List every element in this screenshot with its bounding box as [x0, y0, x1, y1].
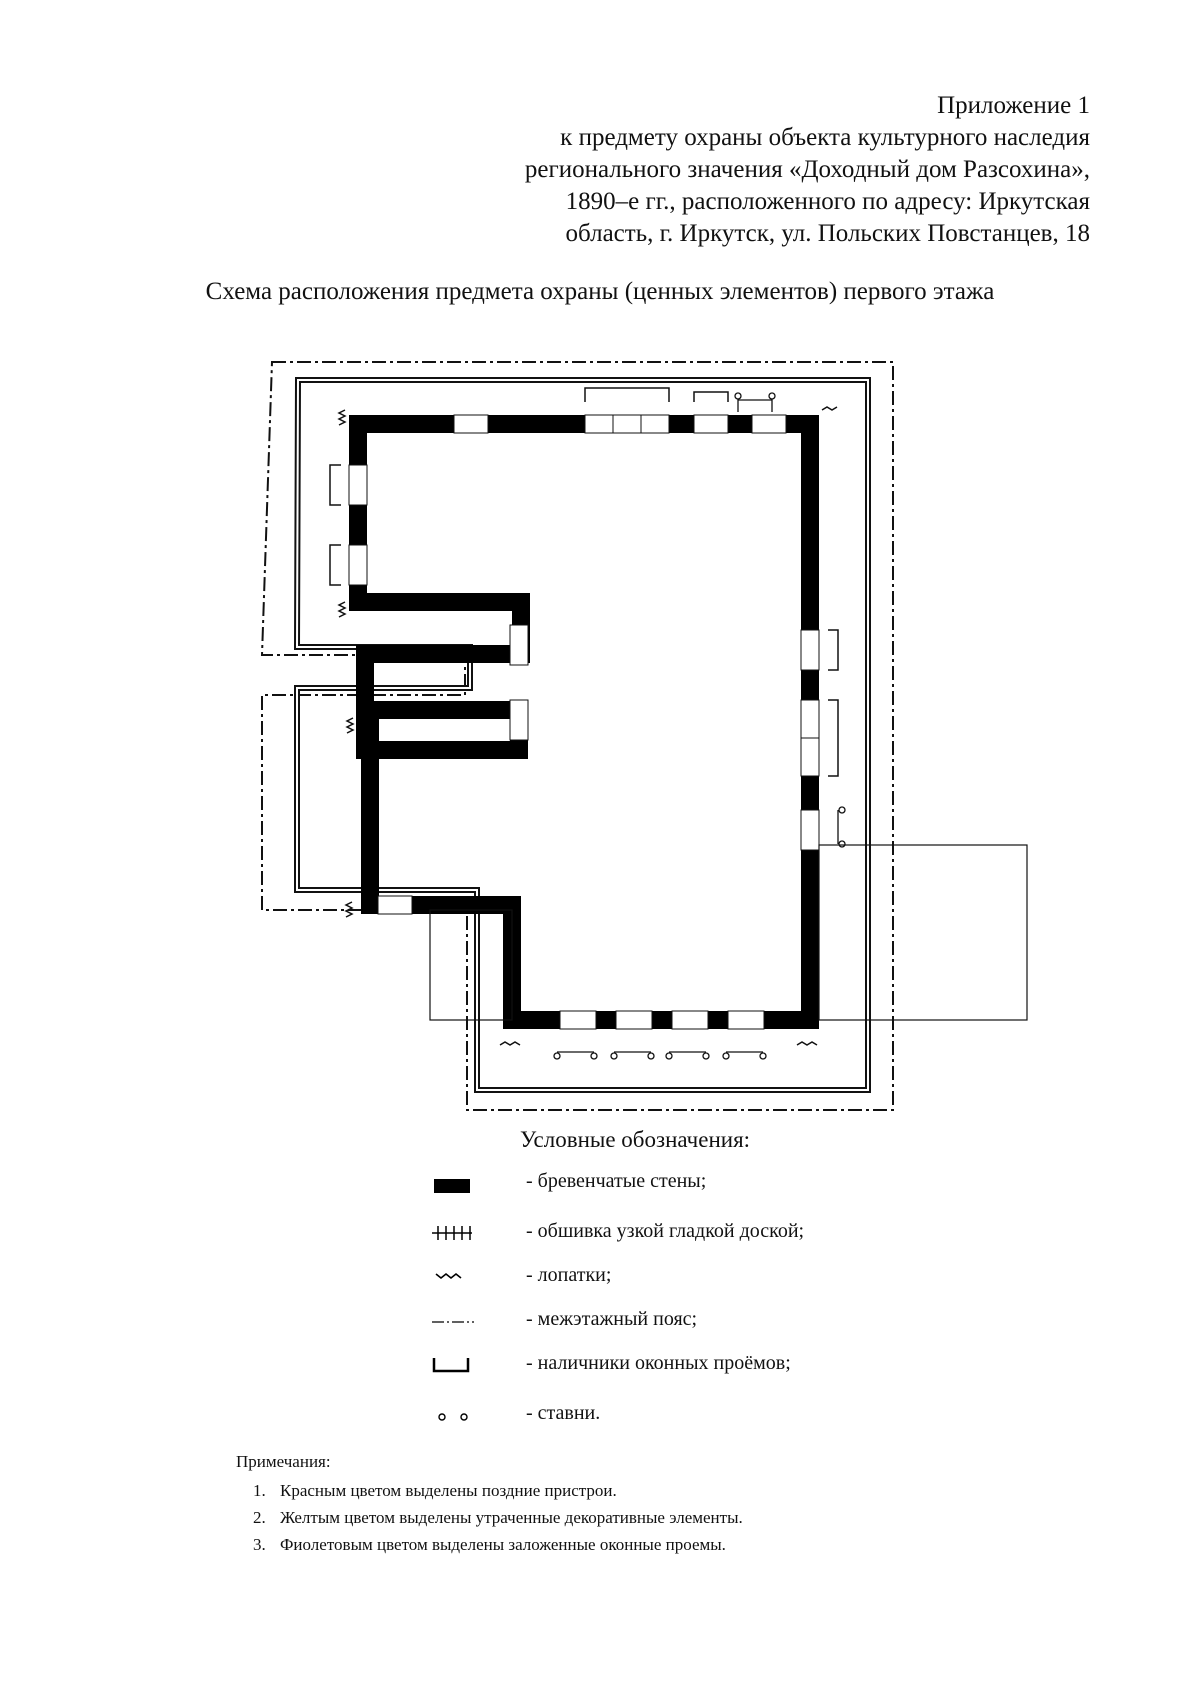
note-item: Красным цветом выделены поздние пристрои… — [270, 1477, 743, 1504]
log-walls — [349, 415, 819, 1029]
legend-item-log-walls: - бревенчатые стены; — [430, 1168, 990, 1198]
appendix-line-5: область, г. Иркутск, ул. Польских Повста… — [565, 220, 1091, 247]
legend-label: - ставни. — [526, 1402, 601, 1424]
belt-course-symbol — [432, 1321, 474, 1323]
pilasters — [337, 406, 838, 1046]
scheme-title: Схема расположения предмета охраны (ценн… — [205, 278, 995, 305]
appendix-line-3: регионального значения «Доходный дом Раз… — [524, 156, 1090, 183]
legend-label: - лопатки; — [526, 1264, 612, 1286]
appendix-header: Приложение 1 к предмету охраны объекта к… — [390, 90, 1090, 250]
legend-item-shutters: - ставни. — [430, 1400, 990, 1430]
legend-item-pilasters: - лопатки; — [430, 1262, 990, 1292]
legend-label: - бревенчатые стены; — [526, 1170, 707, 1192]
legend-item-board-sheathing: - обшивка узкой гладкой доской; — [430, 1218, 990, 1248]
notes-title: Примечания: — [236, 1452, 331, 1471]
appendix-line-2: к предмету охраны объекта культурного на… — [560, 124, 1090, 151]
legend-label: - обшивка узкой гладкой доской; — [526, 1220, 805, 1242]
board-sheathing — [293, 377, 871, 1093]
shutters — [553, 392, 846, 1060]
appendix-number: Приложение 1 — [937, 92, 1090, 119]
legend-label: - межэтажный пояс; — [526, 1308, 698, 1330]
board-sheathing-symbol — [432, 1226, 472, 1240]
window-casings — [329, 387, 839, 777]
log-wall-symbol — [434, 1179, 470, 1193]
notes-list: Красным цветом выделены поздние пристрои… — [230, 1477, 743, 1558]
note-item: Желтым цветом выделены утраченные декора… — [270, 1504, 743, 1531]
legend-label: - наличники оконных проёмов; — [526, 1352, 791, 1374]
floor-plan — [260, 361, 1028, 1111]
window-casing-symbol — [432, 1358, 470, 1373]
note-item: Фиолетовым цветом выделены заложенные ок… — [270, 1531, 743, 1558]
window-openings — [348, 414, 820, 1030]
notes-block: Примечания: Красным цветом выделены позд… — [230, 1448, 743, 1558]
legend-item-window-casings: - наличники оконных проёмов; — [430, 1350, 990, 1380]
shutter-symbol — [438, 1413, 468, 1421]
appendix-line-4: 1890–е гг., расположенного по адресу: Ир… — [565, 188, 1090, 215]
legend-item-belt-course: - межэтажный пояс; — [430, 1306, 990, 1336]
legend-title: Условные обозначения: — [520, 1127, 751, 1152]
annex-outline — [429, 844, 1028, 1021]
pilaster-symbol — [435, 1272, 462, 1280]
